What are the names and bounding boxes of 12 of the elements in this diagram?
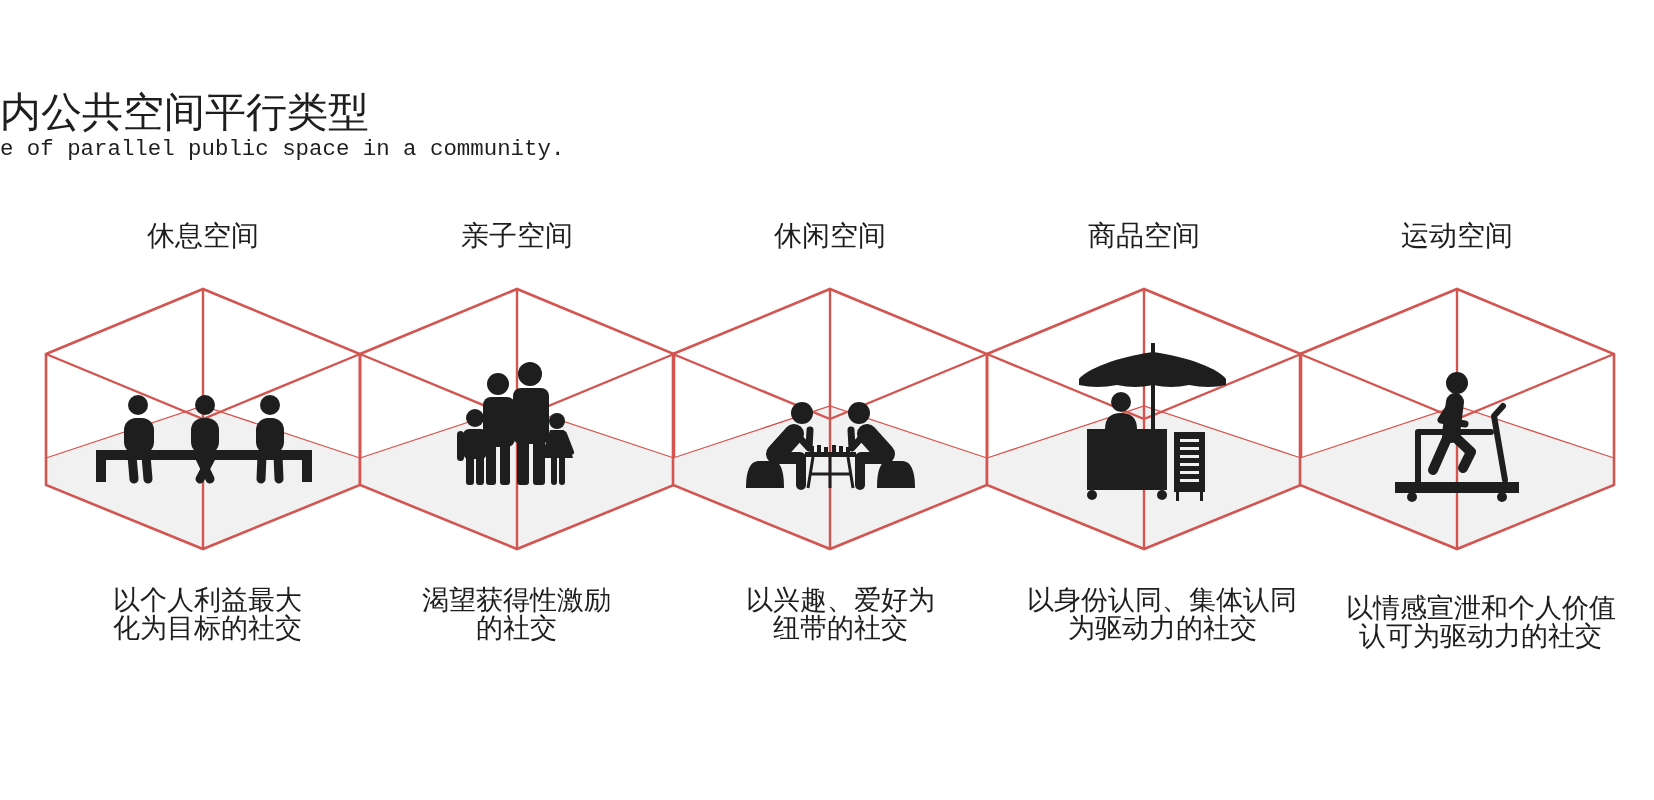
space-heading: 亲子空间 [460, 219, 573, 253]
space-description: 渴望获得性激励的社交 [421, 586, 612, 642]
space-description: 以兴趣、爱好为纽带的社交 [744, 586, 936, 642]
space-heading: 运动空间 [1401, 219, 1513, 253]
space-description: 以情感宣泄和个人价值认可为驱动力的社交 [1345, 594, 1617, 650]
space-heading: 休闲空间 [774, 219, 886, 253]
space-heading: 休息空间 [147, 219, 259, 253]
space-description: 以身份认同、集体认同为驱动力的社交 [1026, 586, 1299, 642]
subtitle: e of parallel public space in a community. [0, 136, 565, 162]
space-description: 以个人利益最大化为目标的社交 [111, 586, 303, 642]
title: 内公共空间平行类型 [0, 88, 369, 136]
space-heading: 商品空间 [1087, 219, 1200, 253]
